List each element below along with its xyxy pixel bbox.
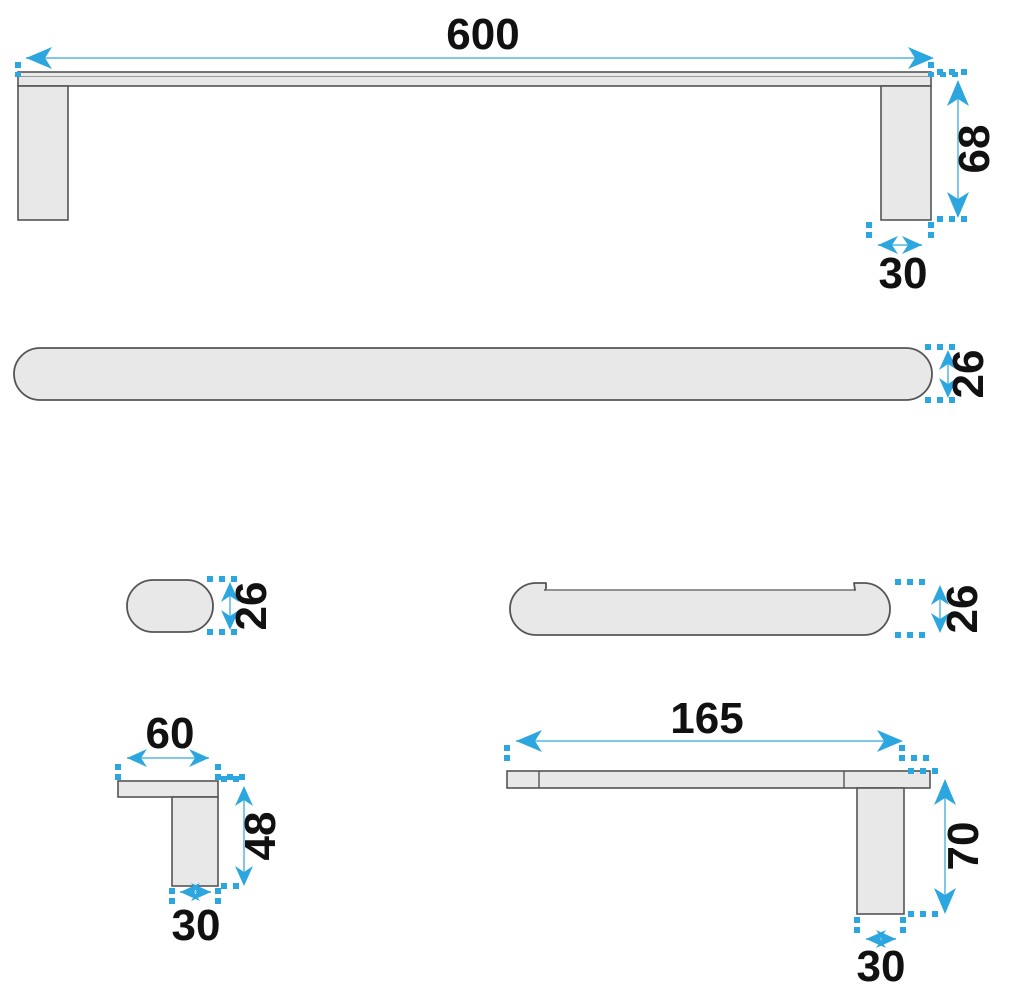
dim-165-extension-marks (504, 745, 929, 761)
top-plan-rail-body (13, 347, 933, 401)
dim-70-extension-marks (908, 768, 938, 917)
assembly-leg (856, 787, 905, 915)
dimension-60: 60 (115, 709, 245, 780)
front-right-leg (880, 85, 932, 221)
dimension-30-assembly: 30 (854, 917, 906, 987)
bracket-leg (171, 796, 219, 887)
dim-48-extension-marks (221, 776, 239, 889)
dim-60-label: 60 (146, 709, 195, 758)
front-left-leg (17, 85, 69, 221)
dim-70-label: 70 (939, 822, 988, 871)
dimension-30-bracket: 30 (169, 883, 221, 950)
dim-26b-extension-marks (207, 576, 237, 635)
end-section-body (126, 579, 214, 633)
detail-notched-bar-body (509, 582, 891, 636)
view-top-plan: 26 (13, 344, 993, 403)
assembly-plate (506, 770, 931, 789)
dimension-68: 68 (937, 69, 999, 222)
dimension-26-end: 26 (207, 576, 276, 635)
dim-30c-label: 30 (857, 942, 906, 987)
view-bracket-side: 60 48 30 (115, 709, 285, 950)
dim-68-label: 68 (950, 125, 999, 174)
dimension-30-right-leg: 30 (866, 222, 934, 298)
dim-26c-extension-marks (895, 579, 925, 638)
dim-48-label: 48 (236, 812, 285, 861)
dim-26a-extension-marks (925, 344, 955, 403)
view-end-section: 26 (126, 576, 276, 635)
bracket-plate (117, 780, 219, 798)
dim-30a-extension-marks (866, 222, 934, 238)
dim-165-label: 165 (670, 694, 743, 743)
dim-30a-label: 30 (879, 249, 928, 298)
dim-600-label: 600 (446, 10, 519, 59)
view-front-elevation: 600 68 (15, 10, 999, 298)
view-detail-top: 26 (509, 579, 987, 638)
dimension-48: 48 (221, 776, 285, 889)
dimension-70: 70 (908, 768, 988, 917)
front-rail-plate (17, 71, 932, 87)
dim-60-extension-marks (115, 764, 245, 780)
dimension-165: 165 (504, 694, 929, 761)
dim-30b-extension-marks (169, 888, 221, 904)
dim-26a-label: 26 (944, 350, 993, 399)
dim-30c-extension-marks (854, 917, 906, 933)
dim-68-extension-marks (937, 69, 967, 222)
dim-30b-label: 30 (172, 901, 221, 950)
dim-26b-label: 26 (227, 582, 276, 631)
view-assembly-side: 165 70 (504, 694, 988, 987)
dim-26c-label: 26 (938, 585, 987, 634)
dimension-26-detail: 26 (895, 579, 987, 638)
dimension-26-rail: 26 (925, 344, 993, 403)
